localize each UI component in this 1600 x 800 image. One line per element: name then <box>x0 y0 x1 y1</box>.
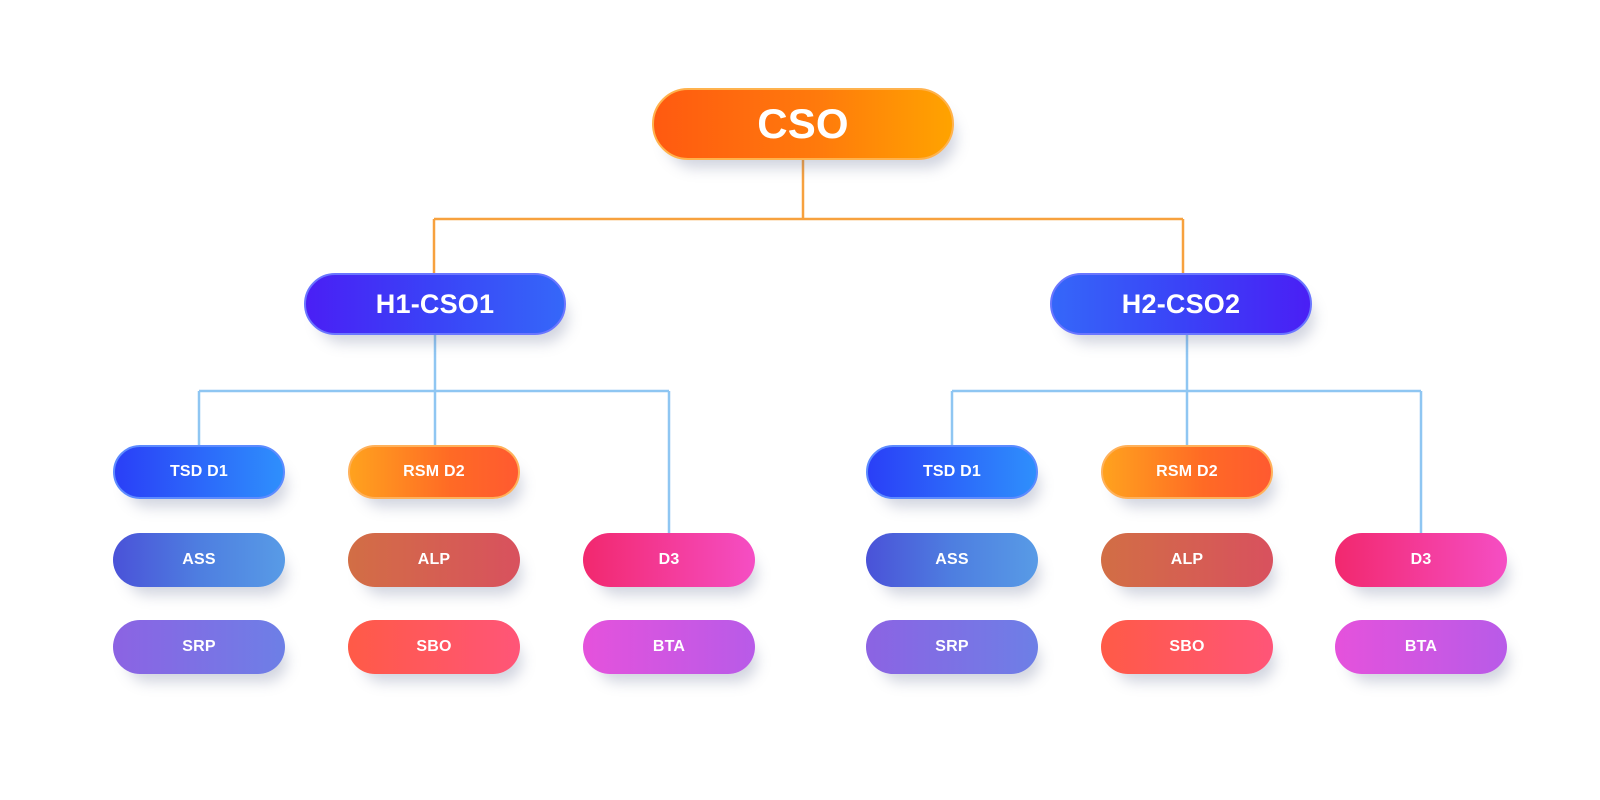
node-label: SBO <box>1169 638 1205 655</box>
node-label: D3 <box>658 551 680 568</box>
node-label: ASS <box>182 551 216 568</box>
node-h2-cso2: H2-CSO2 <box>1050 273 1312 335</box>
node-h2-rsm-d2: RSM D2 <box>1101 445 1273 499</box>
node-label: D3 <box>1410 551 1432 568</box>
node-label: ASS <box>935 551 969 568</box>
node-label: RSM D2 <box>1156 463 1218 480</box>
node-label: TSD D1 <box>169 463 229 480</box>
root-connectors <box>432 160 1185 273</box>
node-h1-srp: SRP <box>113 620 285 674</box>
node-h2-ass: ASS <box>866 533 1038 587</box>
node-h2-sbo: SBO <box>1101 620 1273 674</box>
node-label: BTA <box>1404 638 1438 655</box>
node-label: RSM D2 <box>403 463 465 480</box>
node-label: SRP <box>182 638 216 655</box>
node-h1-bta: BTA <box>583 620 755 674</box>
node-h1-tsd-d1: TSD D1 <box>113 445 285 499</box>
h2-connectors <box>950 335 1423 533</box>
node-label: CSO <box>757 100 849 147</box>
node-label: ALP <box>417 551 451 568</box>
node-h1-rsm-d2: RSM D2 <box>348 445 520 499</box>
node-label: BTA <box>652 638 686 655</box>
node-label: ALP <box>1170 551 1204 568</box>
node-h1-ass: ASS <box>113 533 285 587</box>
node-label: SRP <box>935 638 969 655</box>
node-h2-srp: SRP <box>866 620 1038 674</box>
node-cso: CSO <box>652 88 954 160</box>
node-label: H2-CSO2 <box>1121 288 1241 319</box>
h1-connectors <box>197 335 671 533</box>
node-label: SBO <box>416 638 452 655</box>
node-h1-cso1: H1-CSO1 <box>304 273 566 335</box>
node-h1-d3: D3 <box>583 533 755 587</box>
node-h1-alp: ALP <box>348 533 520 587</box>
node-h2-tsd-d1: TSD D1 <box>866 445 1038 499</box>
node-h2-alp: ALP <box>1101 533 1273 587</box>
node-h2-bta: BTA <box>1335 620 1507 674</box>
node-h1-sbo: SBO <box>348 620 520 674</box>
node-label: TSD D1 <box>922 463 982 480</box>
node-h2-d3: D3 <box>1335 533 1507 587</box>
node-label: H1-CSO1 <box>375 288 495 319</box>
